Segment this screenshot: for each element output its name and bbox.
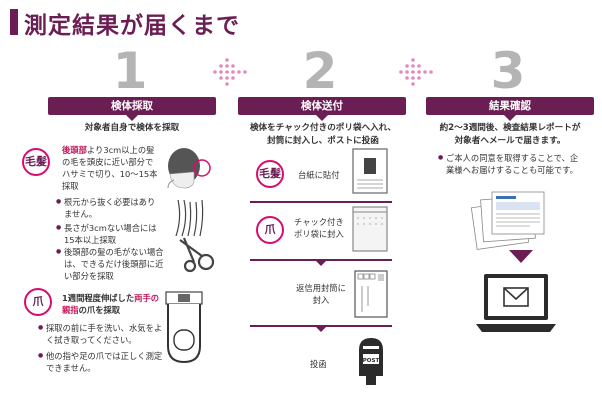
nail-text-prefix: 1週間程度伸ばした — [62, 293, 135, 303]
step-2-subtitle-line2: 封筒に封入し、ポストに投函 — [267, 136, 379, 146]
envelope-line2: 封入 — [312, 295, 330, 305]
step-2-label: 検体送付 — [238, 97, 406, 121]
report-documents-icon — [470, 191, 545, 250]
down-arrow-icon — [314, 259, 328, 266]
hair-accent: 後頭部 — [62, 145, 87, 155]
step-1-subtitle: 対象者自身で検体を採取 — [84, 123, 180, 133]
nail-bag-line2: ポリ袋に封入 — [294, 229, 344, 239]
step-2-subtitle-line1: 検体をチャック付きのポリ袋へ入れ、 — [249, 123, 397, 133]
nail-tag: 爪 — [256, 216, 284, 244]
post-sign-text: POST — [363, 358, 380, 364]
divider-line — [250, 201, 392, 203]
hair-text: より3cm以上の髪の毛を頭皮に近い部分でハサミで切り、10～15本採取 — [62, 145, 158, 191]
post-text: 投函 — [310, 359, 327, 369]
envelope-text: 返信用封筒に封入 — [290, 282, 352, 306]
zip-bag-icon — [352, 206, 388, 252]
nail-tag: 爪 — [24, 288, 52, 316]
step-2-number: 2 — [302, 42, 338, 100]
step-1-number: 1 — [112, 42, 148, 100]
nail-bag-line1: チャック付き — [294, 217, 344, 227]
step-3-number: 3 — [490, 42, 526, 100]
hair-tag: 毛髪 — [22, 148, 50, 176]
page-title: 測定結果が届くまで — [24, 13, 240, 39]
nail-bullet: 採取の前に手を洗い、水気をよく拭き取ってください。 — [38, 322, 166, 346]
nail-instruction: 1週間程度伸ばした両手の親指の爪を採取 — [62, 292, 162, 316]
down-arrow-icon — [314, 325, 328, 332]
dotted-arrow-icon — [399, 58, 433, 86]
hair-tag: 毛髪 — [256, 160, 284, 188]
mailbox-icon: POST — [359, 338, 383, 385]
hair-strands-icon — [175, 199, 204, 237]
down-arrow-icon — [509, 250, 533, 263]
envelope-icon — [354, 270, 388, 318]
nail-text-suffix: の爪を採取 — [78, 305, 121, 315]
step-3-subtitle-line1: 約2～3週間後、検査結果レポートが — [439, 123, 581, 133]
hair-instruction: 後頭部より3cm以上の髪の毛を頭皮に近い部分でハサミで切り、10～15本採取 — [62, 144, 158, 192]
hair-mount-text: 台紙に貼付 — [298, 170, 340, 180]
dotted-arrow-icon — [213, 58, 247, 86]
step-2-subtitle: 検体をチャック付きのポリ袋へ入れ、封筒に封入し、ポストに投函 — [238, 122, 408, 148]
head-back-icon — [167, 148, 211, 189]
envelope-line1: 返信用封筒に — [296, 283, 346, 293]
title-accent-bar — [10, 9, 18, 35]
result-bullet: ご本人の同意を取得することで、企業様へお届けすることも可能です。 — [438, 152, 584, 176]
hair-bullet: 後頭部の髪の毛がない場合は、できるだけ後頭部に近い部分を採取 — [56, 246, 166, 282]
step-3-subtitle: 約2～3週間後、検査結果レポートが対象者へメールで届きます。 — [428, 122, 592, 148]
hair-bullet: 長さが3cmない場合には15本以上採取 — [56, 222, 162, 246]
nail-bullet: 他の指や足の爪では正しく測定できません。 — [38, 350, 166, 374]
step-3-label: 結果確認 — [426, 97, 594, 121]
nail-accent: 両手の親指 — [62, 293, 160, 315]
nail-bag-text: チャック付きポリ袋に封入 — [294, 216, 354, 240]
scissors-icon — [179, 237, 215, 273]
thumbnail-icon — [165, 291, 203, 364]
step-3-subtitle-line2: 対象者へメールで届きます。 — [454, 136, 566, 146]
step-1-label: 検体採取 — [48, 97, 216, 121]
laptop-mail-icon — [476, 274, 556, 332]
mount-sheet-icon — [352, 148, 388, 194]
hair-bullet: 根元から抜く必要はありません。 — [56, 196, 162, 220]
